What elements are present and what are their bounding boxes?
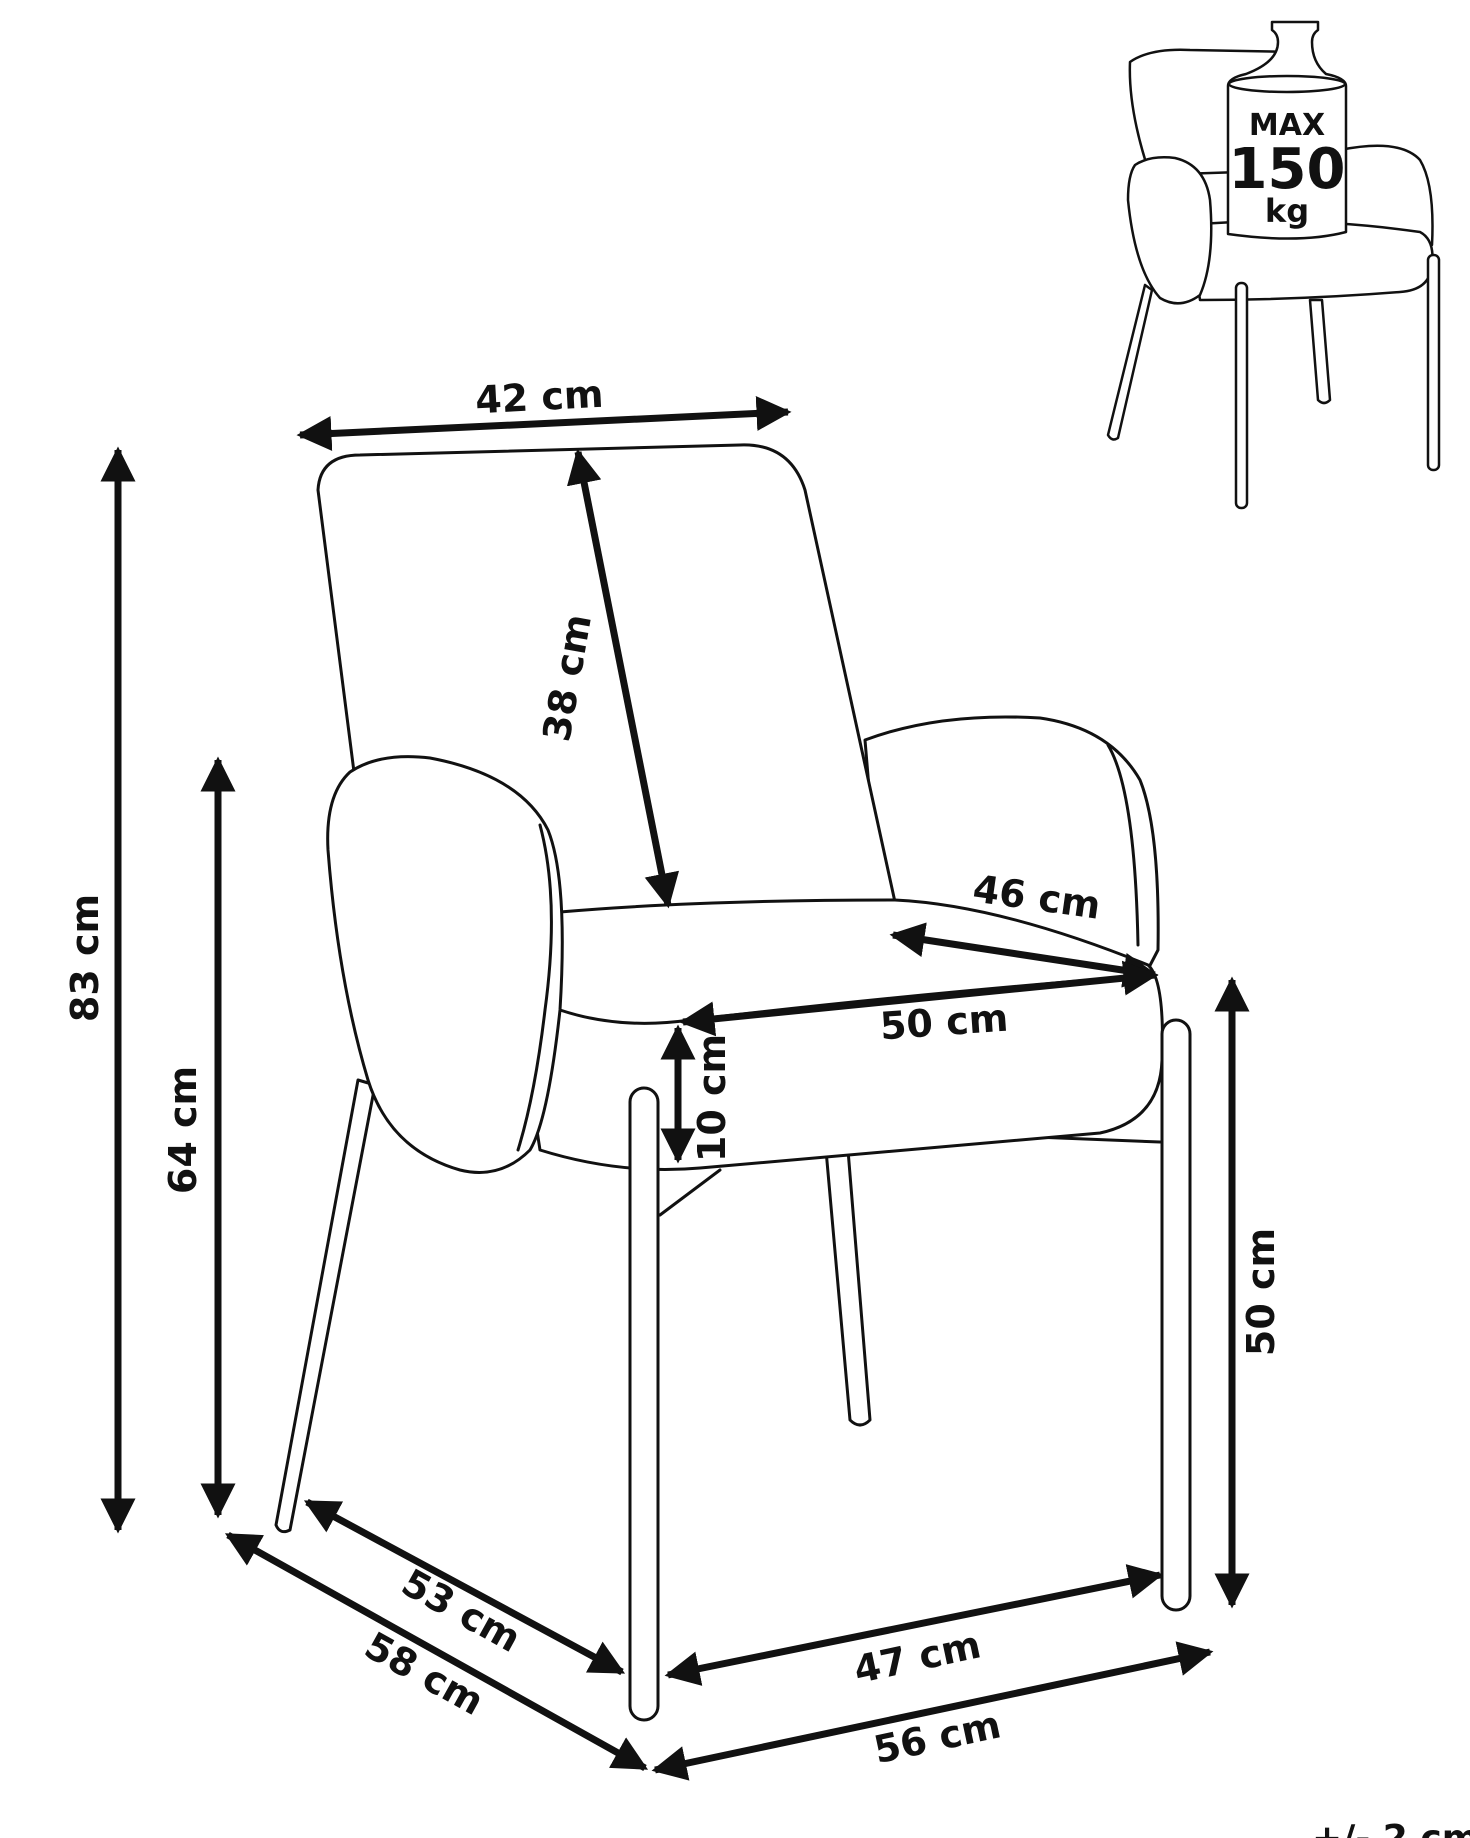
seat-thickness-label: 10 cm [690, 1034, 734, 1162]
max-load-label: MAX [1249, 108, 1325, 143]
seat-width-label: 50 cm [879, 996, 1010, 1049]
backrest-width-arrow [296, 396, 792, 451]
width-outer-arrow [651, 1641, 1214, 1781]
depth-outer-arrow [224, 1531, 649, 1772]
max-load-icon [1106, 20, 1441, 510]
mini-chair-left-armrest [1126, 156, 1213, 305]
left-armrest-inner-edge [516, 823, 553, 1152]
front-left-leg [628, 1086, 660, 1722]
seat [518, 898, 1164, 1172]
seat-height-label: 50 cm [1239, 1228, 1283, 1356]
front-right-leg [1160, 1018, 1192, 1612]
seat-width-arrow [679, 960, 1159, 1037]
mini-chair-back-right-leg [1308, 298, 1332, 405]
weight-jar-top [1227, 74, 1347, 94]
max-load-value: 150 [1229, 137, 1346, 202]
back-right-leg [824, 1148, 872, 1427]
mini-chair-back-left-leg [1106, 283, 1154, 441]
right-armrest-inner-edge [1106, 743, 1140, 947]
left-armrest [326, 755, 564, 1174]
mini-chair-front-left-leg [1234, 281, 1249, 510]
total-height-label: 83 cm [63, 894, 107, 1022]
tolerance-note: +/- 2 cm [1312, 1818, 1470, 1838]
frame-brace-left [658, 1168, 722, 1217]
backrest-width-label: 42 cm [474, 372, 604, 423]
max-load-unit: kg [1265, 192, 1309, 230]
backrest-height-arrow [566, 448, 680, 909]
dimension-arrows [100, 396, 1250, 1781]
armrest-height-label: 64 cm [161, 1066, 205, 1194]
mini-chair-front-right-leg [1426, 253, 1441, 472]
mini-chair-right-armrest [1338, 144, 1434, 247]
back-left-leg [274, 1078, 377, 1534]
